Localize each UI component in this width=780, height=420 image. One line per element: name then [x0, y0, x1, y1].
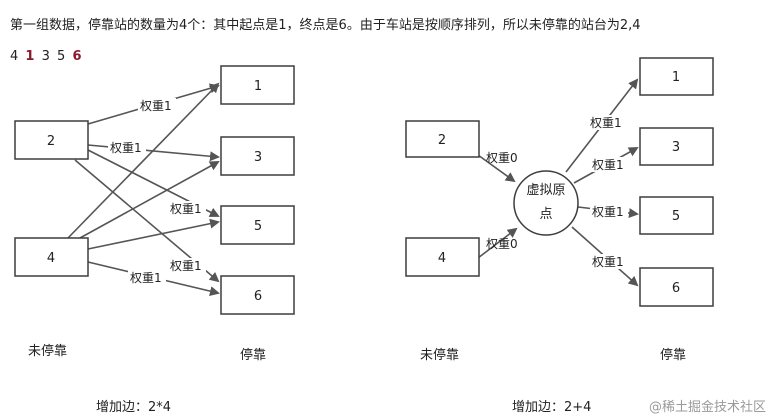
order-item: 5: [57, 49, 66, 64]
right-caption-stopped: 停靠: [660, 348, 687, 363]
edge-label: 权重0: [486, 151, 518, 165]
watermark: @稀土掘金技术社区: [648, 400, 766, 415]
node-label: 2: [438, 133, 446, 148]
node-label: 5: [254, 219, 262, 234]
right-add-edges: 增加边：2+4: [512, 400, 592, 415]
node-box-1: [639, 57, 714, 96]
edge-label: 权重1: [140, 99, 172, 113]
intro-text: 第一组数据，停靠站的数量为4个：其中起点是1，终点是6。由于车站是按顺序排列，所…: [10, 18, 641, 33]
order-item-highlight: 1: [25, 49, 35, 64]
virtual-origin-node: [513, 170, 579, 236]
node-box-4: [405, 237, 480, 277]
order-item-highlight: 6: [72, 49, 82, 64]
node-label: 5: [672, 209, 680, 224]
right-nodes: 2 4 虚拟原 点 1 3 5 6: [405, 57, 714, 307]
edge-label: 权重1: [592, 205, 624, 219]
node-box-1: [220, 65, 295, 105]
edge-4-1: [67, 82, 220, 239]
edge-label: 权重1: [590, 116, 622, 130]
node-label: 1: [672, 70, 680, 85]
node-box-3: [639, 127, 714, 166]
node-box-2: [14, 120, 89, 160]
edge-4-3: [79, 161, 220, 239]
left-nodes: 2 4 1 3 5 6: [14, 65, 295, 315]
virtual-node-label-line1: 虚拟原: [526, 183, 565, 198]
order-item: 4: [10, 49, 19, 64]
right-caption-unstopped: 未停靠: [420, 348, 460, 363]
station-order: 4 1 3 5 6: [10, 49, 85, 64]
left-add-edges: 增加边：2*4: [96, 400, 172, 415]
virtual-node-label-line2: 点: [539, 207, 552, 222]
node-label: 3: [672, 140, 680, 155]
edge-label: 权重1: [110, 141, 142, 155]
left-caption-stopped: 停靠: [240, 348, 267, 363]
node-box-4: [14, 237, 89, 277]
edge-label: 权重0: [486, 237, 518, 251]
node-label: 4: [47, 251, 55, 266]
node-box-5: [220, 205, 295, 245]
edge-label: 权重1: [170, 259, 202, 273]
node-label: 2: [47, 134, 55, 149]
right-edge-labels: 权重0 权重0 权重1 权重1 权重1 权重1: [486, 115, 628, 269]
node-box-6: [639, 267, 714, 307]
node-label: 4: [438, 251, 446, 266]
node-box-3: [220, 136, 295, 176]
node-label: 6: [254, 289, 262, 304]
edge-label: 权重1: [592, 255, 624, 269]
node-box-5: [639, 196, 714, 235]
edge-label: 权重1: [592, 158, 624, 172]
edge-4-virtual: [477, 227, 518, 259]
node-label: 6: [672, 281, 680, 296]
node-box-2: [405, 120, 480, 158]
edge-4-5: [87, 218, 220, 250]
edge-label: 权重1: [130, 271, 162, 285]
order-item: 3: [41, 49, 50, 64]
node-box-6: [220, 275, 295, 315]
edge-2-virtual: [477, 154, 516, 183]
node-label: 1: [254, 79, 262, 94]
left-edge-labels: 权重1 权重1 权重1 权重1 权重1: [108, 98, 206, 285]
edge-label: 权重1: [170, 202, 202, 216]
node-label: 3: [254, 150, 262, 165]
left-caption-unstopped: 未停靠: [28, 344, 68, 359]
